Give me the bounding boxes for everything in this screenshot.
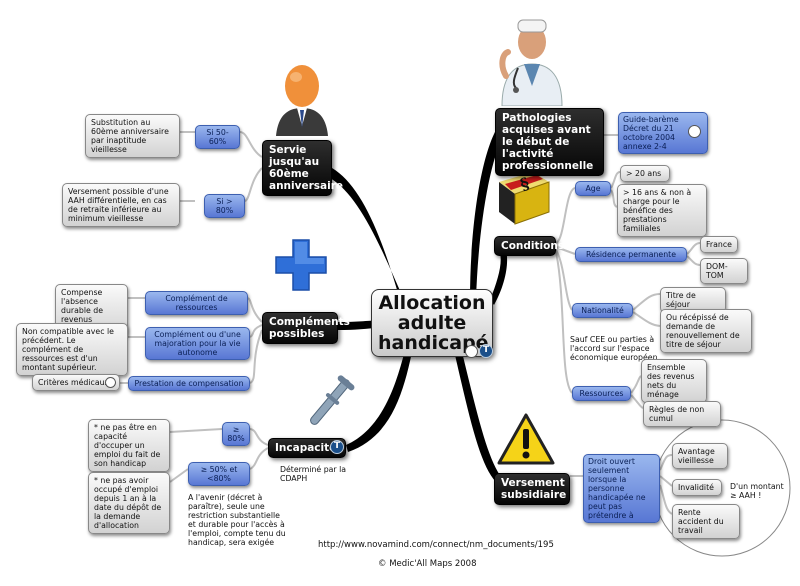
ressources-non-cumul[interactable]: Règles de non cumul — [643, 401, 721, 427]
versement-droit-ouvert-label: Droit ouvert seulement lorsque la person… — [588, 457, 646, 520]
nationalite-sauf-cee-note: Sauf CEE ou parties à l'accord sur l'esp… — [570, 335, 658, 362]
nationalite-recepisse-text: Ou récépissé de demande de renouvellemen… — [666, 313, 740, 349]
condition-ressources-label: Ressources — [579, 389, 624, 398]
incapacite-50-80[interactable]: ≥ 50% et <80% — [188, 462, 250, 486]
nationalite-titre-sejour-text: Titre de séjour — [666, 291, 696, 309]
complement-note-3-text: Critères médicaux — [38, 378, 110, 387]
versement-invalidite[interactable]: Invalidité — [672, 479, 722, 496]
crutch-icon — [300, 372, 360, 432]
incapacite-50-80-label: ≥ 50% et <80% — [200, 465, 238, 483]
age-over-16-text: > 16 ans & non à charge pour le bénéfice… — [623, 188, 692, 233]
servie-note-1[interactable]: Substitution au 60ème anniversaire par i… — [85, 114, 180, 158]
prestation-compensation-label: Prestation de compensation — [134, 379, 244, 388]
branch-versement-label: Versement subsidiaire — [501, 477, 567, 501]
servie-note-1-text: Substitution au 60ème anniversaire par i… — [91, 118, 169, 154]
cross-icon — [274, 238, 328, 292]
complement-note-2-text: Non compatible avec le précédent. Le com… — [22, 327, 114, 372]
versement-avantage-vieillesse[interactable]: Avantage vieillesse — [672, 443, 728, 469]
branch-complements[interactable]: Compléments possibles — [262, 312, 350, 344]
servie-si-50-60[interactable]: Si 50-60% — [195, 125, 240, 149]
versement-montant-note: D'un montant ≥ AAH ! — [730, 482, 784, 500]
versement-invalidite-text: Invalidité — [678, 483, 714, 492]
branch-pathologies[interactable]: Pathologies acquises avant le début de l… — [495, 108, 604, 176]
resource-icon[interactable] — [105, 377, 116, 388]
versement-rente-accident-text: Rente accident du travail — [678, 508, 724, 535]
branch-incapacite-label: Incapacité — [275, 442, 337, 454]
footer-copyright: © Medic'All Maps 2008 — [378, 559, 477, 569]
condition-residence[interactable]: Résidence permanente — [575, 247, 687, 262]
complement-vie-autonome[interactable]: Complément ou d'une majoration pour la v… — [145, 327, 250, 360]
age-over-20[interactable]: > 20 ans — [620, 165, 670, 182]
complement-note-3[interactable]: Critères médicaux — [32, 374, 120, 391]
ressources-non-cumul-text: Règles de non cumul — [649, 405, 705, 423]
condition-residence-label: Résidence permanente — [585, 250, 677, 259]
branch-complements-label: Compléments possibles — [269, 316, 350, 340]
central-line-1: Allocation — [378, 292, 486, 314]
guide-bareme[interactable]: Guide-barème Décret du 21 octobre 2004 a… — [618, 112, 708, 154]
condition-nationalite-label: Nationalité — [581, 306, 624, 315]
servie-si-80[interactable]: Si > 80% — [204, 194, 245, 218]
residence-dom-tom-text: DOM-TOM — [706, 262, 728, 280]
condition-ressources[interactable]: Ressources — [572, 386, 631, 401]
condition-age-label: Age — [585, 184, 601, 193]
branch-incapacite[interactable]: Incapacité — [268, 438, 346, 458]
branch-pathologies-label: Pathologies acquises avant le début de l… — [502, 112, 594, 172]
incapacite-note-1-text: * ne pas être en capacité d'occuper un e… — [94, 423, 161, 468]
person-icon — [272, 60, 332, 136]
book-icon: § — [493, 168, 553, 226]
versement-droit-ouvert[interactable]: Droit ouvert seulement lorsque la person… — [583, 454, 660, 523]
condition-nationalite[interactable]: Nationalité — [572, 303, 633, 318]
incapacite-note-2[interactable]: * ne pas avoir occupé d'emploi depuis 1 … — [88, 472, 170, 534]
versement-rente-accident[interactable]: Rente accident du travail — [672, 504, 740, 539]
incapacite-80[interactable]: ≥ 80% — [222, 422, 250, 446]
branch-conditions-label: Conditions — [501, 240, 565, 252]
incapacite-cdaph-note: Déterminé par la CDAPH — [280, 465, 347, 483]
central-line-3: handicapé — [378, 332, 489, 354]
age-over-16[interactable]: > 16 ans & non à charge pour le bénéfice… — [617, 184, 707, 237]
resource-icon[interactable] — [688, 125, 701, 138]
residence-dom-tom[interactable]: DOM-TOM — [700, 258, 748, 284]
residence-france-text: France — [706, 240, 732, 249]
complement-note-2[interactable]: Non compatible avec le précédent. Le com… — [16, 323, 128, 376]
condition-age[interactable]: Age — [575, 181, 611, 196]
nationalite-recepisse[interactable]: Ou récépissé de demande de renouvellemen… — [660, 309, 752, 353]
footer-url[interactable]: http://www.novamind.com/connect/nm_docum… — [318, 540, 554, 550]
age-over-20-text: > 20 ans — [626, 169, 662, 178]
guide-bareme-label: Guide-barème Décret du 21 octobre 2004 a… — [623, 115, 679, 151]
complement-vie-autonome-label: Complément ou d'une majoration pour la v… — [154, 330, 241, 357]
servie-note-2[interactable]: Versement possible d'une AAH différentie… — [62, 183, 180, 227]
complement-ressources-label: Complément de ressources — [165, 294, 228, 312]
servie-si-50-60-label: Si 50-60% — [206, 128, 229, 146]
ressources-revenus-nets-text: Ensemble des revenus nets du ménage — [647, 363, 695, 399]
branch-servie-label: Servie jusqu'au 60ème anniversaire — [269, 144, 344, 192]
servie-si-80-label: Si > 80% — [215, 197, 234, 215]
warning-icon — [496, 412, 556, 466]
residence-france[interactable]: France — [700, 236, 738, 253]
complement-ressources[interactable]: Complément de ressources — [145, 291, 248, 315]
resource-icon[interactable] — [465, 345, 478, 358]
servie-note-2-text: Versement possible d'une AAH différentie… — [68, 187, 169, 223]
incapacite-80-label: ≥ 80% — [227, 425, 245, 443]
incapacite-note-1[interactable]: * ne pas être en capacité d'occuper un e… — [88, 419, 170, 472]
prestation-compensation[interactable]: Prestation de compensation — [128, 376, 250, 391]
incapacite-future-note: A l'avenir (décret à paraître), seule un… — [188, 493, 286, 547]
incapacite-note-2-text: * ne pas avoir occupé d'emploi depuis 1 … — [94, 476, 162, 530]
branch-conditions[interactable]: Conditions — [494, 236, 564, 256]
central-line-2: adulte — [397, 312, 467, 334]
branch-servie[interactable]: Servie jusqu'au 60ème anniversaire — [262, 140, 343, 196]
text-note-icon[interactable] — [330, 440, 344, 454]
doctor-icon — [492, 6, 572, 107]
ressources-revenus-nets[interactable]: Ensemble des revenus nets du ménage — [641, 359, 707, 403]
versement-avantage-vieillesse-text: Avantage vieillesse — [678, 447, 715, 465]
text-note-icon[interactable] — [479, 344, 493, 358]
branch-versement[interactable]: Versement subsidiaire — [494, 473, 570, 505]
nationalite-titre-sejour[interactable]: Titre de séjour — [660, 287, 726, 313]
